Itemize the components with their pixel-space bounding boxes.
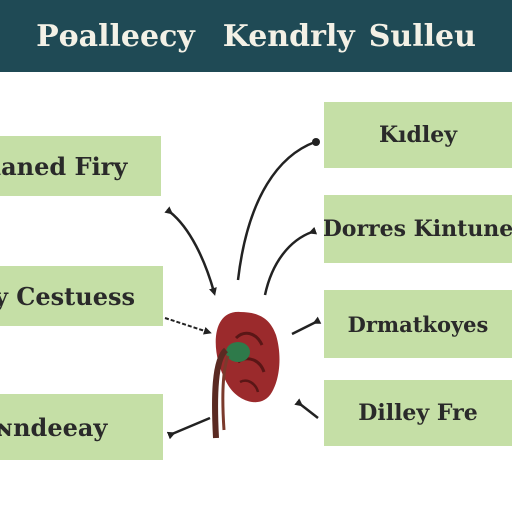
title-part-1: Pɵalleecy: [36, 18, 195, 54]
label-right-4: Dilley Fre: [358, 400, 478, 426]
label-left-1: ı̇aned Firy: [0, 151, 128, 181]
arrow-bottom-right: [294, 398, 319, 419]
arrow-top-right: [236, 140, 316, 281]
label-left-2: y Cestuess: [0, 281, 136, 311]
label-box-left-2: y Cestuess: [0, 266, 163, 326]
label-right-2: Dorres Kintune: [324, 216, 512, 242]
label-box-right-2: Dorres Kintune: [324, 195, 512, 263]
title-part-2: Kendrly: [222, 18, 355, 54]
arrow-bottom-left: [166, 416, 211, 440]
label-box-left-1: ı̇aned Firy: [0, 136, 161, 196]
arrow-left-mid: [164, 317, 212, 335]
title-part-3: Sulleu: [368, 18, 476, 54]
label-left-3: ɴndeeay: [0, 412, 108, 442]
label-box-right-3: Drmatkoyes: [324, 290, 512, 358]
page-title: Pɵalleecy Kendrly Sulleu: [0, 0, 512, 72]
arrow-mid-right: [263, 226, 318, 296]
kidney-icon: [212, 311, 280, 439]
arrow-dot: [312, 138, 320, 146]
label-box-left-3: ɴndeeay: [0, 394, 163, 460]
label-right-3: Drmatkoyes: [347, 311, 489, 337]
arrow-top-left: [164, 206, 217, 296]
arrow-right-mid: [291, 316, 322, 336]
label-right-1: Kıdley: [379, 122, 457, 148]
label-box-right-1: Kıdley: [324, 102, 512, 168]
label-box-right-4: Dilley Fre: [324, 380, 512, 446]
